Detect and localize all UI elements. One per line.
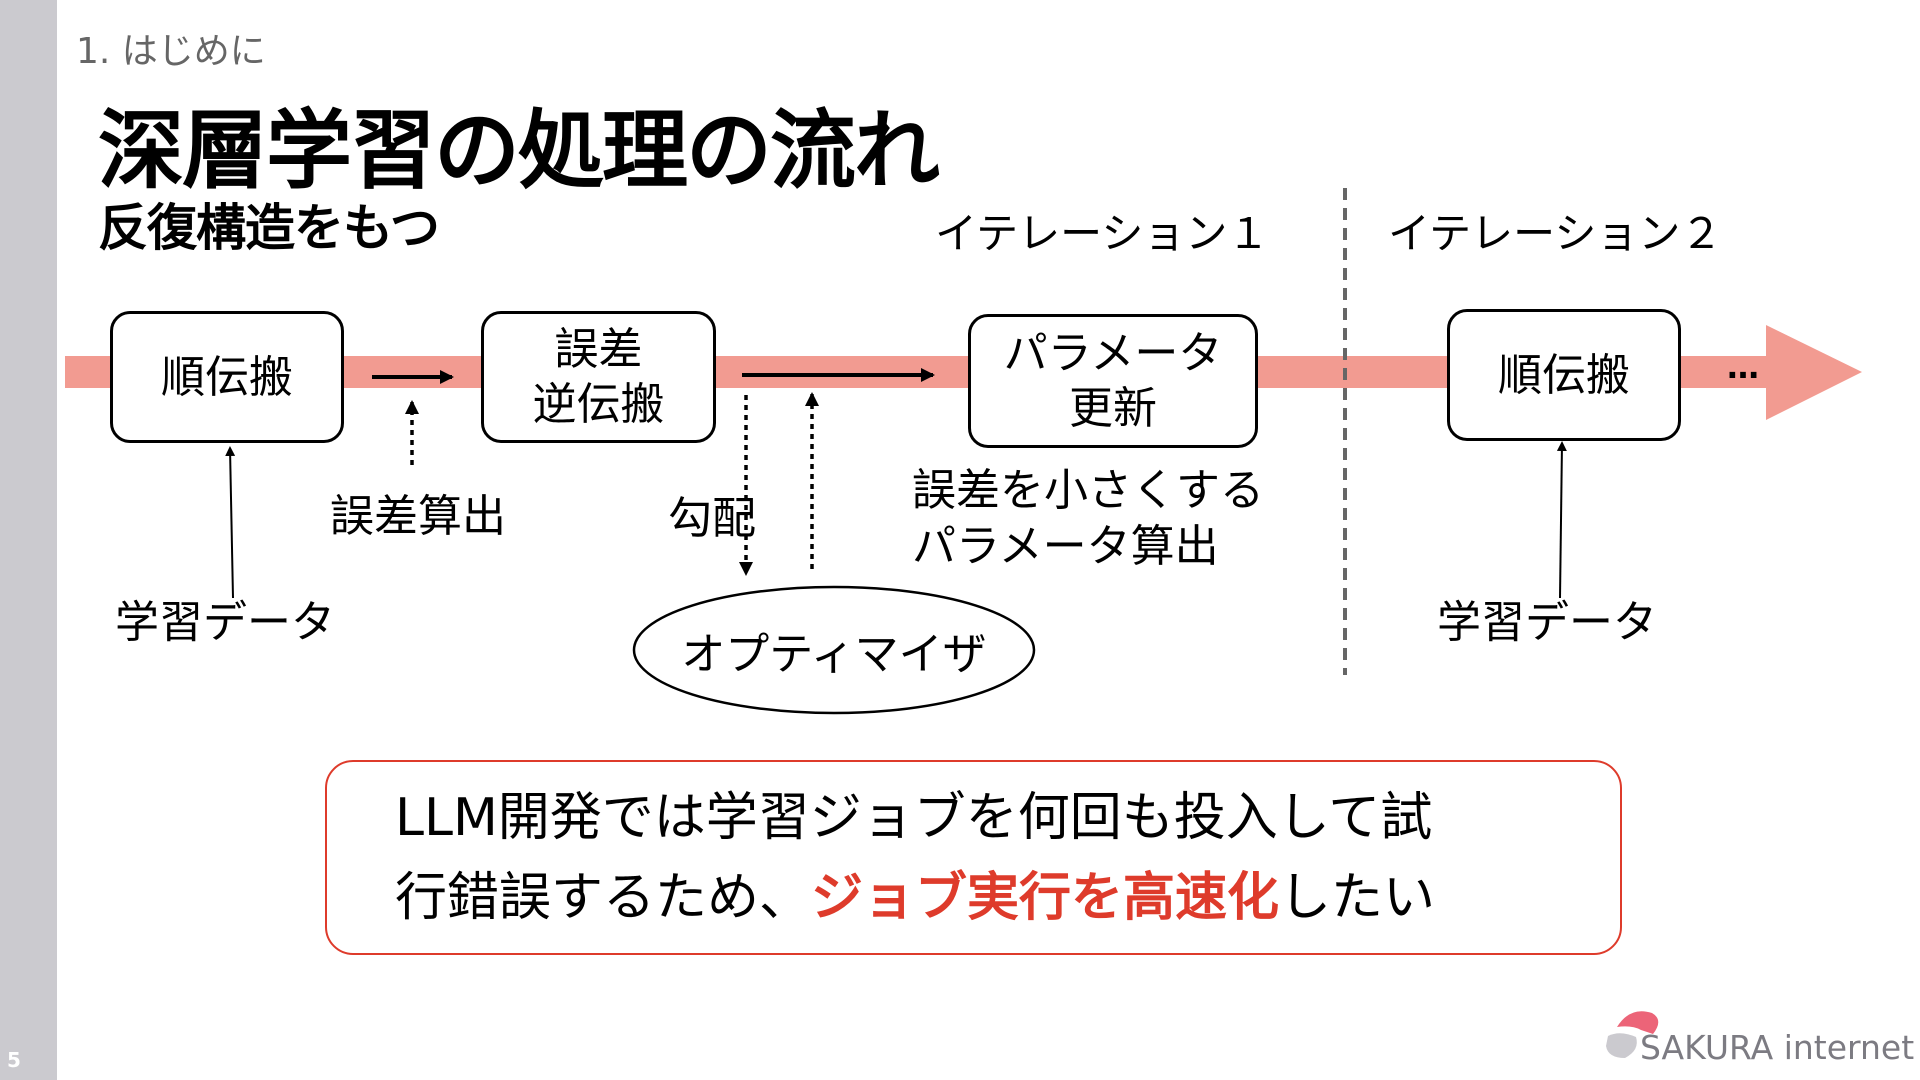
callout-line-2-prefix: 行錯誤するため、 — [395, 868, 812, 928]
optimizer-label: オプティマイザ — [681, 629, 987, 680]
continuation-ellipsis: … — [1727, 348, 1761, 386]
step-forward-propagation-2: 順伝搬 — [1447, 309, 1681, 441]
company-logo-text: SAKURA internet — [1640, 1028, 1915, 1067]
step-label-line2: 逆伝搬 — [532, 379, 665, 430]
step-label-line1: パラメータ — [1003, 328, 1223, 379]
arrow-training-data-1 — [225, 446, 236, 599]
step-label: 順伝搬 — [161, 351, 293, 403]
slide-subtitle: 反復構造をもつ — [98, 199, 440, 257]
step-label: 順伝搬 — [1498, 349, 1630, 401]
training-data-label-2: 学習データ — [1437, 597, 1657, 648]
callout-line-1: LLM開発では学習ジョブを何回も投入して試 — [395, 788, 1433, 848]
training-data-label-1: 学習データ — [115, 597, 335, 648]
error-calc-label: 誤差算出 — [330, 491, 506, 542]
callout-line-2-suffix: したい — [1279, 868, 1436, 928]
slide-sidebar — [0, 0, 57, 1080]
arrow-training-data-2 — [1556, 441, 1567, 599]
slide-title: 深層学習の処理の流れ — [98, 101, 940, 201]
iteration-2-label: イテレーション２ — [1388, 209, 1723, 258]
sakura-logo-icon — [1606, 1011, 1659, 1058]
flow-arrowhead — [1766, 325, 1862, 420]
callout-highlight: ジョブ実行を高速化 — [811, 868, 1280, 928]
iteration-1-label: イテレーション１ — [935, 209, 1270, 258]
param-calc-label-line2: パラメータ算出 — [912, 521, 1219, 572]
page-number: 5 — [7, 1048, 21, 1072]
gradient-label: 勾配 — [668, 493, 756, 544]
step-forward-propagation-1: 順伝搬 — [110, 311, 344, 443]
step-label-line2: 更新 — [1069, 383, 1157, 434]
section-label: 1. はじめに — [76, 31, 266, 72]
step-parameter-update: パラメータ 更新 — [968, 314, 1258, 448]
param-calc-label-line1: 誤差を小さくする — [912, 465, 1264, 516]
step-back-propagation: 誤差 逆伝搬 — [481, 311, 716, 443]
step-label-line1: 誤差 — [554, 324, 643, 375]
callout-box — [325, 760, 1622, 955]
optimizer-ellipse — [632, 585, 1036, 715]
callout-text: LLM開発では学習ジョブを何回も投入して試 行錯誤するため、ジョブ実行を高速化し… — [395, 778, 1435, 938]
callout-line-2: 行錯誤するため、ジョブ実行を高速化したい — [395, 858, 1435, 938]
